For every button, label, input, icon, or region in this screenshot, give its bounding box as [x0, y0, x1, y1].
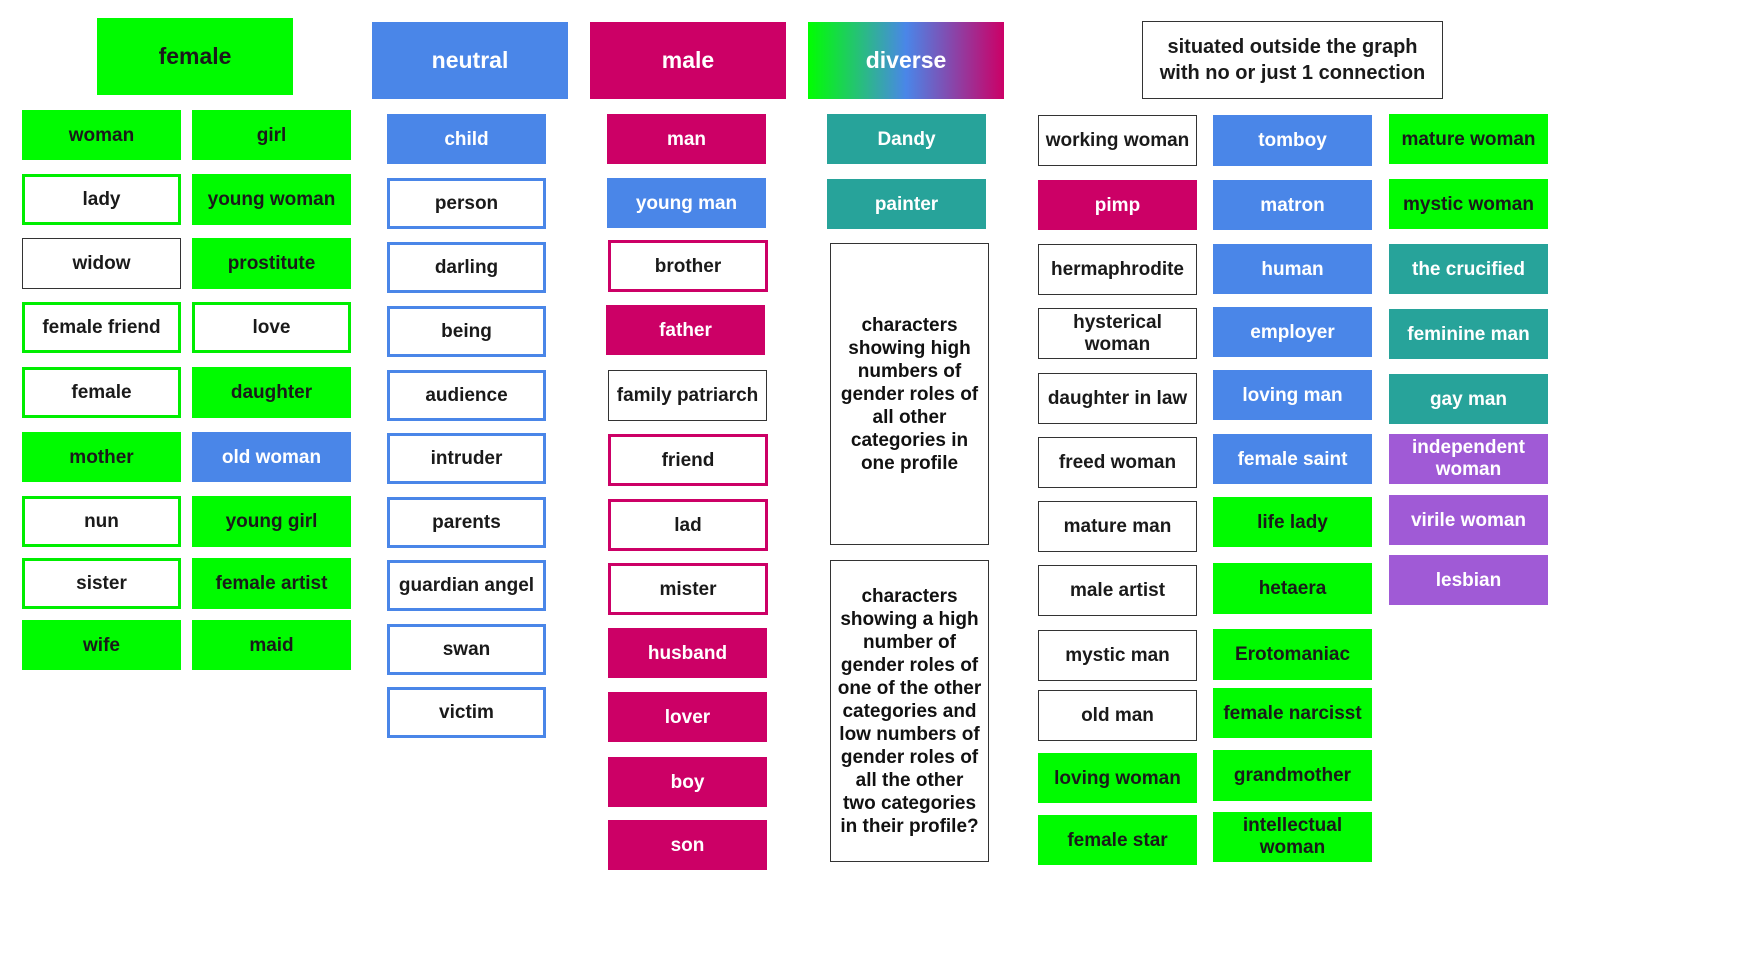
male-box: husband	[608, 628, 767, 678]
outside-box: life lady	[1213, 497, 1372, 547]
female-box: girl	[192, 110, 351, 160]
male-box: boy	[608, 757, 767, 807]
outside-box: the crucified	[1389, 244, 1548, 294]
female-box: wife	[22, 620, 181, 670]
female-box: widow	[22, 238, 181, 289]
neutral-box: intruder	[387, 433, 546, 484]
female-box: daughter	[192, 367, 351, 418]
outside-box: tomboy	[1213, 115, 1372, 166]
male-box: son	[608, 820, 767, 870]
outside-box: virile woman	[1389, 495, 1548, 545]
female-box: sister	[22, 558, 181, 609]
outside-box: gay man	[1389, 374, 1548, 424]
neutral-box: guardian angel	[387, 560, 546, 611]
female-box: female friend	[22, 302, 181, 353]
outside-box: mature man	[1038, 501, 1197, 552]
outside-box: hermaphrodite	[1038, 244, 1197, 295]
outside-box: loving woman	[1038, 753, 1197, 803]
female-box: lady	[22, 174, 181, 225]
header-neutral: neutral	[372, 22, 568, 99]
diverse-note-2: characters showing a high number of gend…	[830, 560, 989, 862]
female-box: female	[22, 367, 181, 418]
neutral-box: victim	[387, 687, 546, 738]
male-box: man	[607, 114, 766, 164]
outside-box: mature woman	[1389, 114, 1548, 164]
outside-box: lesbian	[1389, 555, 1548, 605]
outside-box: mystic woman	[1389, 179, 1548, 229]
neutral-box: person	[387, 178, 546, 229]
header-male: male	[590, 22, 786, 99]
outside-box: loving man	[1213, 370, 1372, 420]
female-box: love	[192, 302, 351, 353]
outside-box: human	[1213, 244, 1372, 294]
header-female: female	[97, 18, 293, 95]
diverse-box: painter	[827, 179, 986, 229]
outside-box: Erotomaniac	[1213, 629, 1372, 680]
female-box: old woman	[192, 432, 351, 482]
neutral-box: swan	[387, 624, 546, 675]
header-outside: situated outside the graph with no or ju…	[1142, 21, 1443, 99]
female-box: young woman	[192, 174, 351, 225]
outside-box: hetaera	[1213, 563, 1372, 614]
female-box: prostitute	[192, 238, 351, 289]
outside-box: female star	[1038, 815, 1197, 865]
outside-box: employer	[1213, 307, 1372, 357]
header-diverse: diverse	[808, 22, 1004, 99]
neutral-box: darling	[387, 242, 546, 293]
outside-box: matron	[1213, 180, 1372, 230]
female-box: female artist	[192, 558, 351, 609]
neutral-box: parents	[387, 497, 546, 548]
female-box: young girl	[192, 496, 351, 547]
diverse-note-1: characters showing high numbers of gende…	[830, 243, 989, 545]
outside-box: female saint	[1213, 434, 1372, 484]
outside-box: independent woman	[1389, 434, 1548, 484]
male-box: lover	[608, 692, 767, 742]
male-box: lad	[608, 499, 768, 551]
male-box: brother	[608, 240, 768, 292]
outside-box: female narcisst	[1213, 688, 1372, 738]
female-box: maid	[192, 620, 351, 670]
male-box: friend	[608, 434, 768, 486]
outside-box: male artist	[1038, 565, 1197, 616]
female-box: mother	[22, 432, 181, 482]
outside-box: feminine man	[1389, 309, 1548, 359]
male-box: father	[606, 305, 765, 355]
outside-box: working woman	[1038, 115, 1197, 166]
female-box: nun	[22, 496, 181, 547]
neutral-box: being	[387, 306, 546, 357]
neutral-box: child	[387, 114, 546, 164]
male-box: mister	[608, 563, 768, 615]
outside-box: daughter in law	[1038, 373, 1197, 424]
outside-box: hysterical woman	[1038, 308, 1197, 359]
outside-box: pimp	[1038, 180, 1197, 230]
outside-box: mystic man	[1038, 630, 1197, 681]
outside-box: old man	[1038, 690, 1197, 741]
female-box: woman	[22, 110, 181, 160]
outside-box: freed woman	[1038, 437, 1197, 488]
neutral-box: audience	[387, 370, 546, 421]
outside-box: grandmother	[1213, 750, 1372, 801]
male-box: young man	[607, 178, 766, 228]
male-box: family patriarch	[608, 370, 767, 421]
diverse-box: Dandy	[827, 114, 986, 164]
outside-box: intellectual woman	[1213, 812, 1372, 862]
